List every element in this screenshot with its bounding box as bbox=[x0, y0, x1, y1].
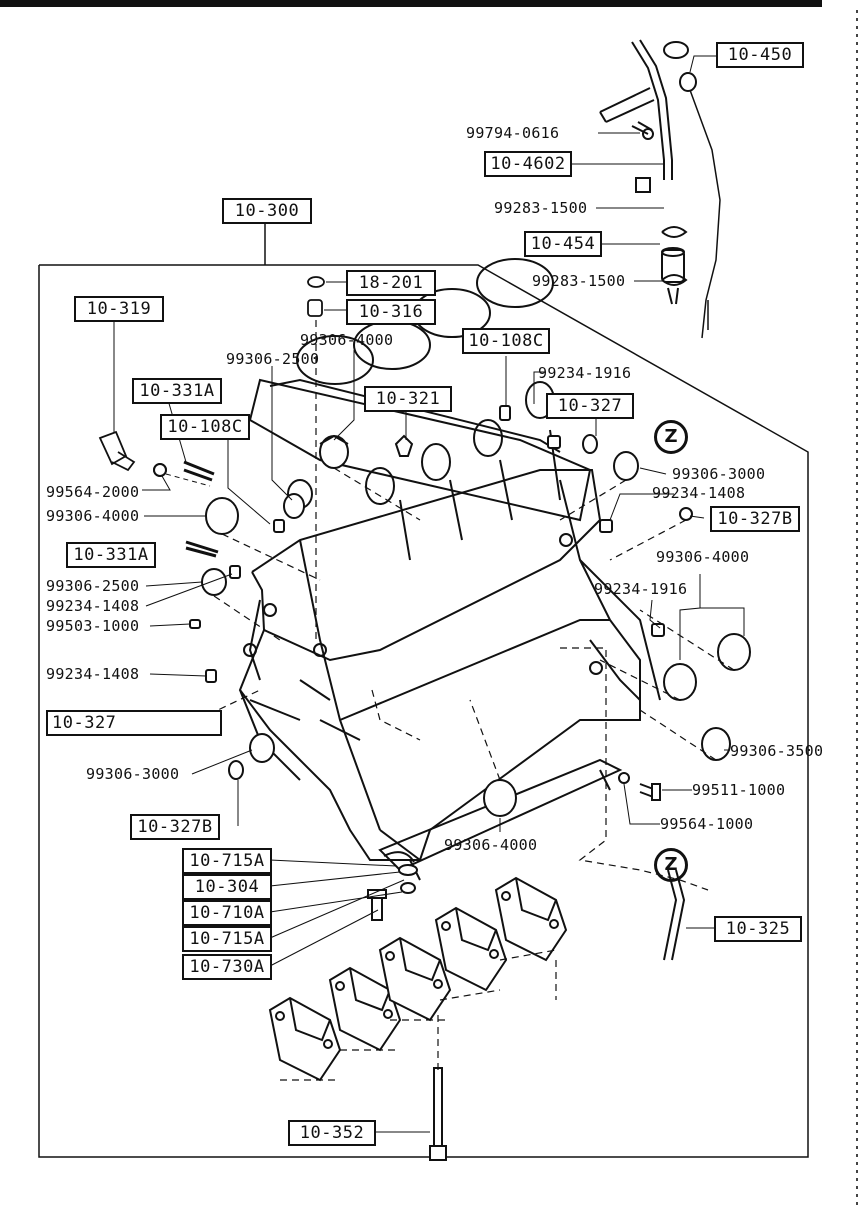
block-frame bbox=[38, 264, 809, 1158]
part-99564-1000: 99564-1000 bbox=[660, 815, 754, 833]
callout-10-316: 10-316 bbox=[346, 299, 436, 325]
cap-leaders bbox=[269, 859, 430, 1133]
part-99306-4000-left: 99306-4000 bbox=[46, 507, 140, 525]
callout-10-108c-left: 10-108C bbox=[160, 414, 250, 440]
callout-10-327b-bottom: 10-327B bbox=[130, 814, 220, 840]
callout-10-331a-mid: 10-331A bbox=[66, 542, 156, 568]
part-99306-4000-top: 99306-4000 bbox=[300, 331, 394, 349]
callout-10-325: 10-325 bbox=[714, 916, 802, 942]
cap-guides bbox=[280, 949, 557, 1081]
top-rule bbox=[0, 0, 822, 7]
part-99306-2500-left: 99306-2500 bbox=[46, 577, 140, 595]
part-99564-2000: 99564-2000 bbox=[46, 483, 140, 501]
dashed-guides bbox=[175, 467, 735, 891]
callout-10-321: 10-321 bbox=[364, 386, 452, 412]
part-99794-0616: 99794-0616 bbox=[466, 124, 560, 142]
part-99234-1916-right: 99234-1916 bbox=[594, 580, 688, 598]
part-99283-1500-a: 99283-1500 bbox=[494, 199, 588, 217]
z-marker-bottom: Z bbox=[654, 848, 688, 882]
part-99503-1000: 99503-1000 bbox=[46, 617, 140, 635]
callout-10-304: 10-304 bbox=[182, 874, 272, 900]
part-99283-1500-b: 99283-1500 bbox=[532, 272, 626, 290]
callout-10-4602: 10-4602 bbox=[484, 151, 572, 177]
callout-10-327-top: 10-327 bbox=[546, 393, 634, 419]
callout-10-327-left: 10-327 bbox=[46, 710, 222, 736]
callout-10-319: 10-319 bbox=[74, 296, 164, 322]
callout-10-710a: 10-710A bbox=[182, 900, 272, 926]
oil-pipe bbox=[663, 300, 714, 961]
part-99511-1000: 99511-1000 bbox=[692, 781, 786, 799]
part-99306-2500-top: 99306-2500 bbox=[226, 350, 320, 368]
part-99234-1408-low: 99234-1408 bbox=[46, 665, 140, 683]
callout-10-108c-top: 10-108C bbox=[462, 328, 550, 354]
part-99306-4000-right: 99306-4000 bbox=[656, 548, 750, 566]
part-99306-3000-left: 99306-3000 bbox=[86, 765, 180, 783]
callout-10-730a: 10-730A bbox=[182, 954, 272, 980]
callout-10-450: 10-450 bbox=[716, 42, 804, 68]
oil-gauge-group bbox=[568, 39, 721, 339]
part-99234-1408-left: 99234-1408 bbox=[46, 597, 140, 615]
callout-10-352: 10-352 bbox=[288, 1120, 376, 1146]
bearing-caps bbox=[268, 851, 568, 1161]
part-99306-3000-right: 99306-3000 bbox=[672, 465, 766, 483]
part-99306-3500: 99306-3500 bbox=[730, 742, 824, 760]
callout-10-300: 10-300 bbox=[222, 198, 312, 224]
callout-10-327b-right: 10-327B bbox=[710, 506, 800, 532]
part-99234-1408-right: 99234-1408 bbox=[652, 484, 746, 502]
callout-10-331a-top: 10-331A bbox=[132, 378, 222, 404]
part-99234-1916-top: 99234-1916 bbox=[538, 364, 632, 382]
callout-10-715a-2: 10-715A bbox=[182, 926, 272, 952]
z-marker-top: Z bbox=[654, 420, 688, 454]
part-99306-4000-bottom: 99306-4000 bbox=[444, 836, 538, 854]
callout-18-201: 18-201 bbox=[346, 270, 436, 296]
callout-10-715a-1: 10-715A bbox=[182, 848, 272, 874]
callout-10-454: 10-454 bbox=[524, 231, 602, 257]
plugs-bushes bbox=[153, 405, 751, 817]
